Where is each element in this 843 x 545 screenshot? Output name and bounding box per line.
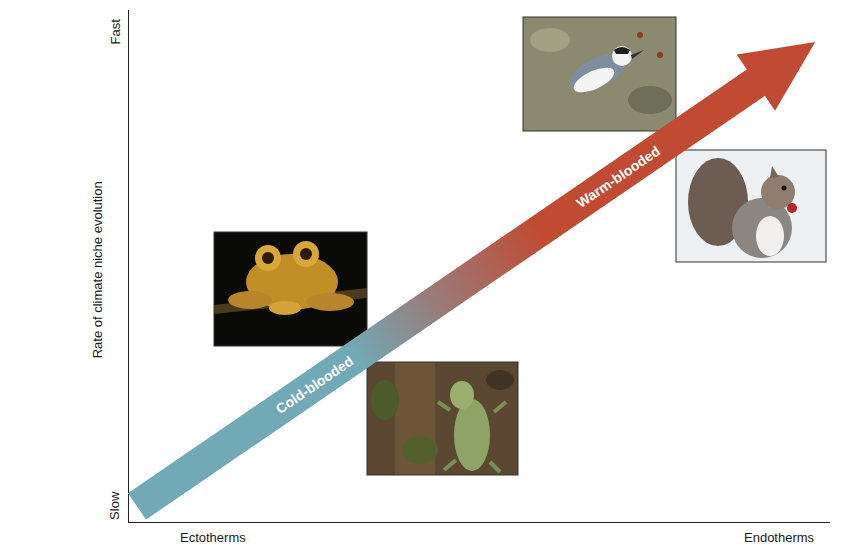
x-axis — [128, 522, 830, 523]
frog-photo — [214, 232, 367, 346]
photo-ground — [523, 17, 676, 131]
axis-label: Rate of climate niche evolution — [89, 181, 105, 358]
bark — [628, 86, 672, 114]
arrow-band-shape — [117, 14, 834, 535]
frog-eye — [255, 245, 281, 271]
photo-ground — [676, 150, 826, 262]
lizard-legs — [438, 402, 506, 472]
frog-pupil — [262, 252, 274, 264]
lizard-body — [454, 399, 490, 471]
band-label: Cold-blooded — [272, 352, 356, 417]
moss — [402, 436, 438, 464]
bird-head — [612, 46, 632, 66]
arrow-band: Cold-blooded Warm-blooded — [108, 13, 834, 541]
photo-frame — [523, 17, 676, 131]
bird-beak — [631, 50, 644, 59]
arrow-shape — [108, 13, 834, 541]
frog-leg — [228, 291, 272, 309]
bird-belly — [570, 63, 617, 98]
photo-frame — [367, 362, 518, 475]
frog-leg — [306, 293, 354, 311]
photo-frame — [676, 150, 826, 262]
axis-label: Fast — [107, 19, 123, 44]
bird-back — [565, 47, 631, 98]
nuthatch-photo — [523, 17, 676, 131]
squirrel-belly — [756, 216, 784, 256]
bark-hole — [637, 32, 643, 38]
squirrel-eye — [782, 186, 787, 191]
band-label: Warm-blooded — [573, 142, 663, 211]
moss — [371, 380, 399, 420]
bark — [486, 370, 514, 390]
frog-pupil — [300, 248, 312, 260]
photo-ground — [214, 232, 367, 346]
frog-foot — [269, 301, 301, 315]
axis-label: Slow — [107, 492, 123, 520]
squirrel-ear — [770, 166, 779, 178]
bird-cap — [614, 47, 630, 54]
y-axis — [128, 10, 129, 523]
photo-ground — [367, 362, 518, 475]
lizard-photo — [367, 362, 518, 475]
bark-hole — [657, 52, 663, 58]
lizard-head — [450, 381, 474, 409]
axis-label: Ectotherms — [180, 530, 246, 545]
photo-frame — [214, 232, 367, 346]
frog-eye — [293, 241, 319, 267]
squirrel-photo — [676, 150, 826, 262]
axis-label: Endotherms — [744, 530, 814, 545]
nut — [787, 203, 797, 213]
bark — [530, 28, 570, 52]
